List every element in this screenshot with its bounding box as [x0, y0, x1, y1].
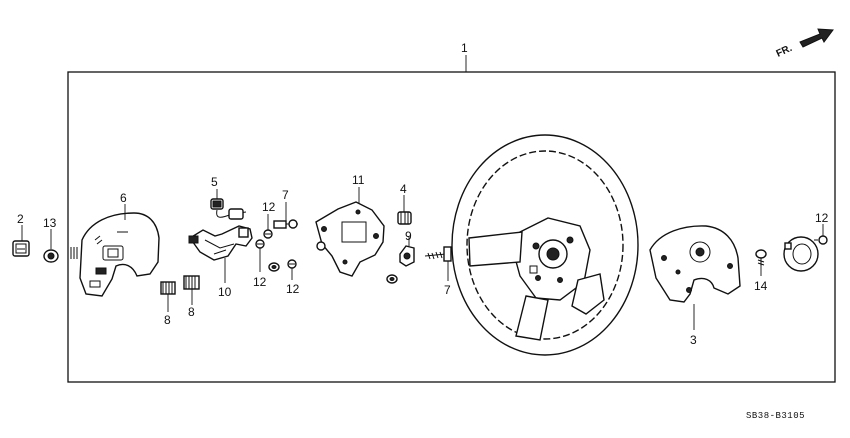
part-12-screw-b [255, 239, 265, 249]
callout-12b: 12 [253, 275, 267, 289]
callout-4: 4 [400, 182, 407, 196]
part-12-screw-d [814, 235, 828, 245]
front-label: FR. [775, 43, 794, 60]
part-6-horn-pad [70, 212, 160, 297]
callout-13: 13 [43, 216, 57, 230]
part-5-connector [210, 198, 224, 210]
drawing-code: SB38-B3105 [746, 411, 805, 421]
part-9-cancel-sleeve [399, 245, 415, 267]
part-14-screw [755, 249, 767, 266]
callout-12c: 12 [286, 282, 300, 296]
callout-7a: 7 [282, 188, 289, 202]
part-7-bolt-lower [424, 246, 452, 262]
callout-5: 5 [211, 175, 218, 189]
front-direction-arrow: FR. [775, 28, 834, 60]
part-11-bracket-plate [315, 201, 385, 277]
callout-3: 3 [690, 333, 697, 347]
callout-12d: 12 [815, 211, 829, 225]
callout-2: 2 [17, 212, 24, 226]
callout-8b: 8 [188, 305, 195, 319]
callout-8a: 8 [164, 313, 171, 327]
steering-wheel [451, 134, 639, 356]
callout-7b: 7 [444, 283, 451, 297]
callout-9: 9 [405, 229, 412, 243]
small-nut [386, 274, 398, 284]
part-10-wire-harness [188, 208, 253, 261]
part-12-screw-c [287, 259, 297, 269]
part-8-spring-right [183, 275, 200, 290]
callout-14: 14 [754, 279, 768, 293]
callout-12a: 12 [262, 200, 276, 214]
assembly-frame [67, 71, 836, 383]
part-3-back-cover [649, 225, 741, 303]
callout-10: 10 [218, 285, 232, 299]
washer [268, 262, 280, 272]
part-8-spring-left [160, 281, 176, 295]
cable-reel [783, 236, 819, 272]
callout-11: 11 [352, 173, 365, 187]
part-2-emblem [12, 240, 30, 257]
part-12-screw-a [263, 229, 273, 239]
callout-1: 1 [461, 41, 468, 55]
part-7-bolt-upper [273, 219, 298, 229]
callout-6: 6 [120, 191, 127, 205]
part-4-clip [397, 211, 412, 225]
part-13-nut [43, 249, 59, 263]
